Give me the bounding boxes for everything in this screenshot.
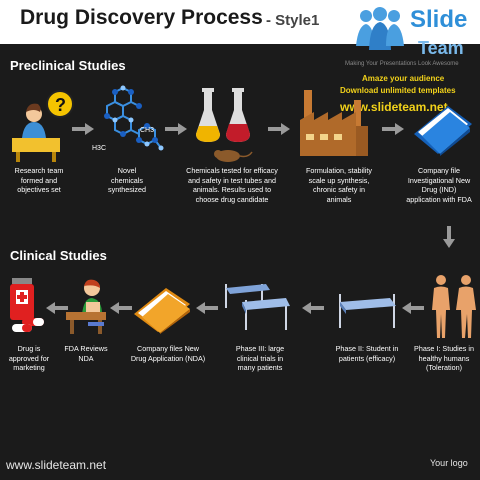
ind-file-icon [414, 106, 472, 156]
logo-word-team: Team [418, 38, 464, 58]
flow-arrow-down [443, 226, 455, 248]
flow-arrow-right-2 [165, 123, 187, 135]
nda-file-icon [134, 288, 190, 334]
caption-phase-1: Phase I: Studies in healthy humans (Tole… [414, 344, 474, 372]
logo-tagline: Making Your Presentations Look Awesome [345, 61, 459, 67]
page-title: Drug Discovery Process [20, 6, 263, 29]
caption-chemicals-tested: Chemicals tested for efficacy and safety… [186, 166, 278, 204]
caption-nda-filing: Company files New Drug Application (NDA) [130, 344, 206, 363]
promo-line-1: Amaze your audience [362, 74, 445, 83]
caption-formulation: Formulation, stability scale up synthesi… [306, 166, 372, 204]
fda-reviewer-icon [66, 279, 106, 334]
flow-arrow-right-3 [268, 123, 290, 135]
caption-fda-reviews: FDA Reviews NDA [64, 344, 108, 363]
formula-label-h3c: H3C [92, 145, 107, 152]
caption-novel-chemicals: Novel chemicals synthesized [108, 166, 146, 194]
caption-phase-3: Phase III: large clinical trials in many… [235, 344, 285, 372]
flow-arrow-left-2 [110, 302, 132, 314]
healthy-humans-icon [432, 275, 476, 338]
caption-research-team: Research team formed and objectives set [14, 166, 64, 194]
promo-line-2: Download unlimited templates [340, 86, 456, 95]
hospital-beds-many-icon [225, 284, 290, 330]
flow-arrow-left-1 [46, 302, 68, 314]
logo-word-slide: Slide [410, 6, 468, 33]
section-title-preclinical: Preclinical Studies [10, 58, 126, 73]
page-subtitle: - Style1 [266, 12, 320, 29]
caption-ind-filing: Company file Investigational New Drug (I… [406, 166, 472, 204]
flow-arrow-left-5 [402, 302, 424, 314]
footer-url[interactable]: www.slideteam.net [6, 458, 107, 472]
test-tubes-rat-icon [196, 88, 253, 162]
hospital-bed-icon [339, 294, 396, 328]
flow-arrow-left-4 [302, 302, 324, 314]
research-team-icon: ? [12, 90, 74, 162]
promo-url[interactable]: www.slideteam.net [340, 100, 448, 114]
flow-arrow-left-3 [196, 302, 218, 314]
slideteam-people-icon [356, 7, 404, 50]
flow-arrow-right-4 [382, 123, 404, 135]
section-title-clinical: Clinical Studies [10, 248, 107, 263]
flow-arrow-right-1 [72, 123, 94, 135]
svg-text:?: ? [55, 95, 66, 115]
chemical-structure-icon [104, 85, 164, 151]
caption-drug-approved: Drug is approved for marketing [8, 344, 50, 372]
your-logo-placeholder: Your logo [430, 458, 468, 468]
formula-label-ch3: CH3 [140, 127, 155, 134]
caption-phase-2: Phase II: Student in patients (efficacy) [335, 344, 399, 363]
medicine-icon [10, 278, 44, 332]
factory-icon [300, 90, 368, 156]
